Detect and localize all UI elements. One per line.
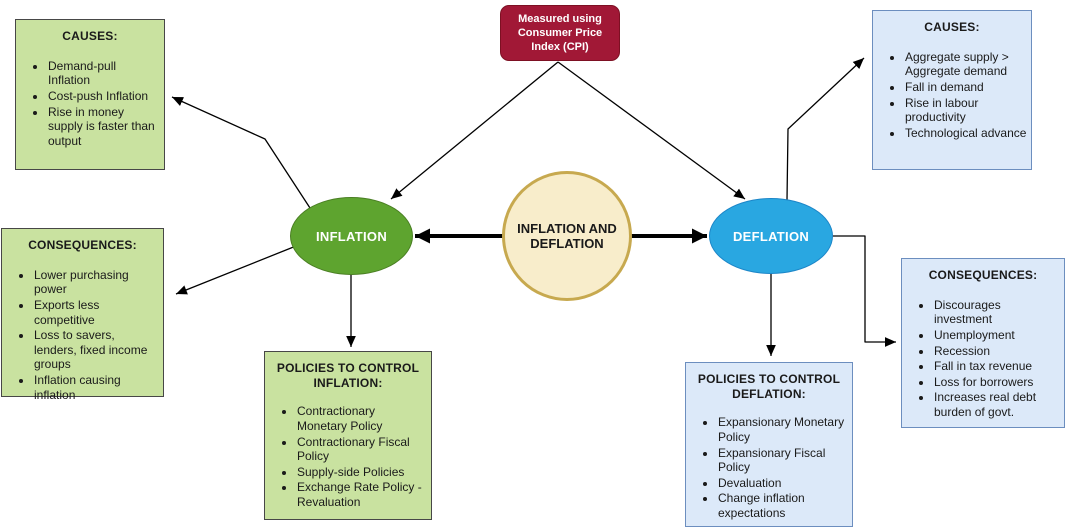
bullet-item: Loss for borrowers xyxy=(933,375,1060,390)
bullet-item: Increases real debt burden of govt. xyxy=(933,390,1060,419)
bullet-item: Exports less competitive xyxy=(33,298,159,327)
inflation-causes-box: CAUSES: Demand-pull InflationCost-push I… xyxy=(15,19,165,170)
bullet-list: Contractionary Monetary PolicyContractio… xyxy=(265,404,427,509)
bullet-item: Exchange Rate Policy - Revaluation xyxy=(296,480,427,509)
arrow-inflation-to-consequences xyxy=(175,245,297,295)
bullet-item: Change inflation expectations xyxy=(717,491,848,520)
bullet-item: Fall in tax revenue xyxy=(933,359,1060,374)
box-title: CAUSES: xyxy=(62,29,118,43)
inflation-policies-box: POLICIES TO CONTROL INFLATION: Contracti… xyxy=(264,351,432,520)
bullet-item: Supply-side Policies xyxy=(296,465,427,480)
inflation-node: INFLATION xyxy=(290,197,413,275)
bullet-list: Discourages investmentUnemploymentRecess… xyxy=(902,298,1060,420)
bullet-item: Aggregate supply > Aggregate demand xyxy=(904,50,1027,79)
bullet-item: Devaluation xyxy=(717,476,848,491)
bullet-item: Expansionary Monetary Policy xyxy=(717,415,848,444)
bullet-item: Lower purchasing power xyxy=(33,268,159,297)
arrow-deflation-to-causes xyxy=(786,57,865,201)
box-title: POLICIES TO CONTROL DEFLATION: xyxy=(697,372,841,401)
bullet-item: Rise in money supply is faster than outp… xyxy=(47,105,160,149)
bullet-item: Unemployment xyxy=(933,328,1060,343)
deflation-policies-box: POLICIES TO CONTROL DEFLATION: Expansion… xyxy=(685,362,853,527)
bullet-list: Expansionary Monetary PolicyExpansionary… xyxy=(686,415,848,520)
bullet-item: Fall in demand xyxy=(904,80,1027,95)
bullet-item: Demand-pull Inflation xyxy=(47,59,160,88)
bullet-item: Expansionary Fiscal Policy xyxy=(717,446,848,475)
bullet-list: Demand-pull InflationCost-push Inflation… xyxy=(16,59,160,149)
center-topic-node: INFLATION AND DEFLATION xyxy=(502,171,632,301)
bullet-item: Contractionary Monetary Policy xyxy=(296,404,427,433)
box-title: CAUSES: xyxy=(924,20,980,34)
box-title: POLICIES TO CONTROL INFLATION: xyxy=(276,361,420,390)
bullet-item: Rise in labour productivity xyxy=(904,96,1027,125)
arrow-cpi-to-inflation xyxy=(390,61,559,200)
deflation-node-label: DEFLATION xyxy=(732,228,810,244)
arrow-cpi-to-deflation xyxy=(557,61,746,200)
bullet-item: Technological advance xyxy=(904,126,1027,141)
inflation-node-label: INFLATION xyxy=(315,228,388,244)
bullet-item: Recession xyxy=(933,344,1060,359)
deflation-causes-box: CAUSES: Aggregate supply > Aggregate dem… xyxy=(872,10,1032,170)
arrow-inflation-to-causes xyxy=(171,96,311,209)
center-topic-label: INFLATION AND DEFLATION xyxy=(517,221,617,251)
inflation-consequences-box: CONSEQUENCES: Lower purchasing powerExpo… xyxy=(1,228,164,402)
box-title: CONSEQUENCES: xyxy=(928,268,1038,282)
cpi-measure-text: Measured using Consumer Price Index (CPI… xyxy=(517,12,603,54)
cpi-measure-note: Measured using Consumer Price Index (CPI… xyxy=(500,5,620,61)
deflation-consequences-box: CONSEQUENCES: Discourages investmentUnem… xyxy=(901,258,1065,428)
bullet-item: Contractionary Fiscal Policy xyxy=(296,435,427,464)
bullet-list: Lower purchasing powerExports less compe… xyxy=(2,268,159,403)
bullet-item: Cost-push Inflation xyxy=(47,89,160,104)
bullet-item: Inflation causing inflation xyxy=(33,373,159,402)
deflation-node: DEFLATION xyxy=(709,198,833,274)
bullet-list: Aggregate supply > Aggregate demandFall … xyxy=(873,50,1027,141)
arrow-deflation-to-consequences xyxy=(833,235,896,347)
bullet-item: Loss to savers, lenders, fixed income gr… xyxy=(33,328,159,372)
bullet-item: Discourages investment xyxy=(933,298,1060,327)
box-title: CONSEQUENCES: xyxy=(28,238,137,252)
